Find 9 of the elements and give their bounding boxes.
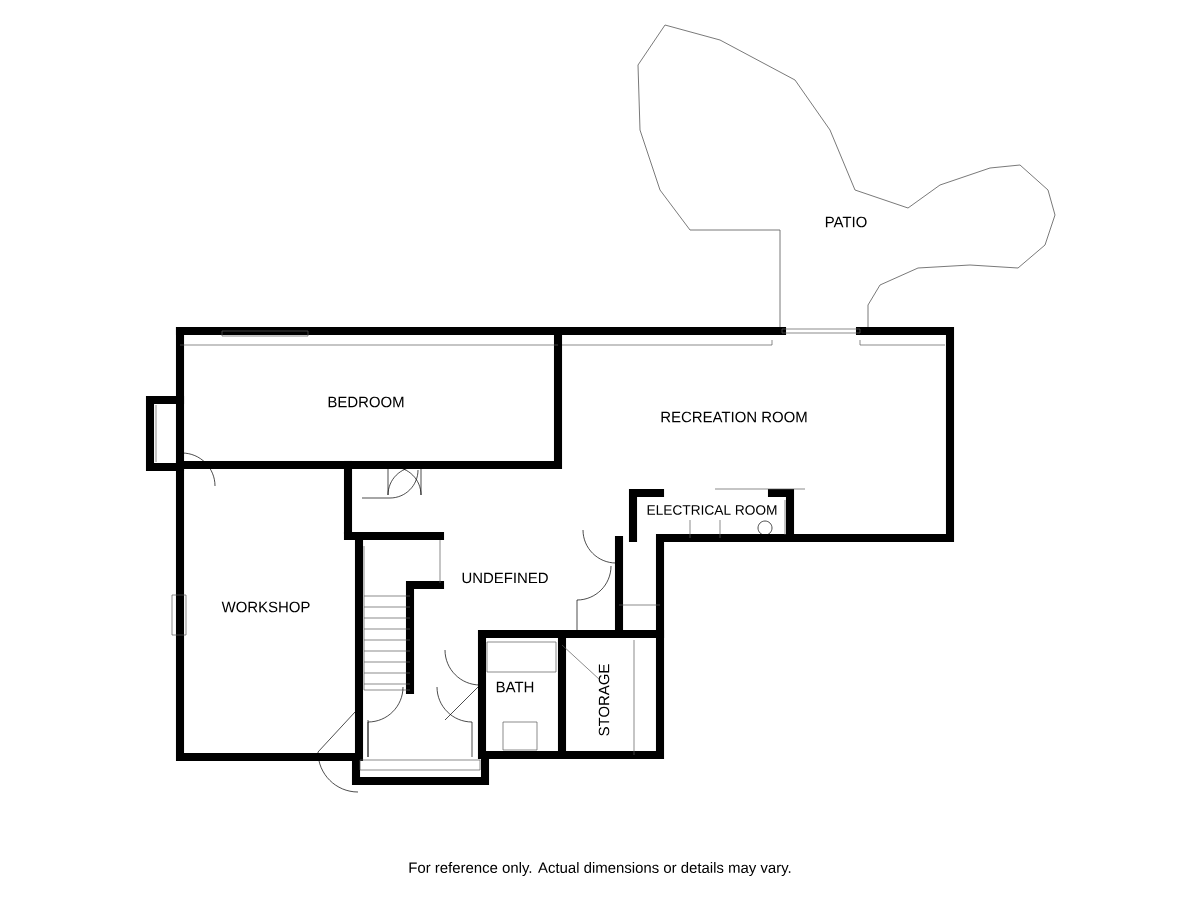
room-label: STORAGE [598, 664, 610, 736]
room-label: ELECTRICAL ROOM [647, 505, 777, 515]
room-label: UNDEFINED [462, 572, 548, 584]
room-label: RECREATION ROOM [661, 411, 807, 423]
caption: For reference only. Actual dimensions or details may vary. [409, 862, 791, 876]
room-label: BEDROOM [328, 396, 404, 408]
room-label: WORKSHOP [221, 601, 310, 613]
room-label: PATIO [825, 216, 867, 228]
room-label: BATH [496, 681, 534, 693]
